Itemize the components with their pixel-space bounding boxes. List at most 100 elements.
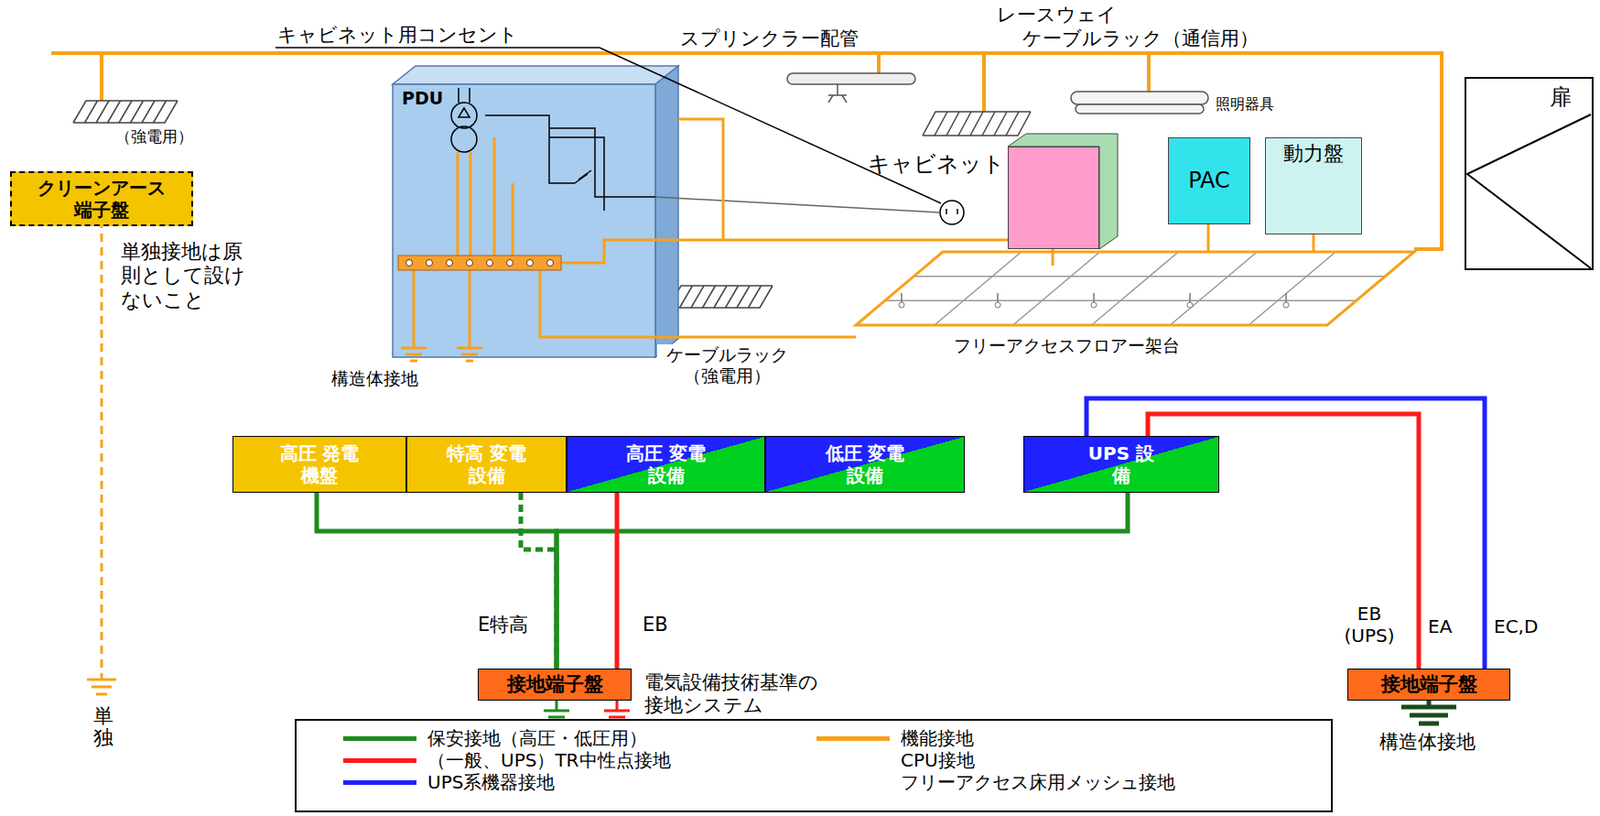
cable-rack [748, 285, 762, 308]
pdu-orange-wiring [413, 118, 1314, 348]
pdu-orange-wiring [457, 137, 513, 256]
access-floor-mesh [913, 275, 1385, 278]
pdu-body [392, 65, 679, 85]
lighting-fixture [1075, 104, 1204, 114]
node-label: 接地端子盤 [1381, 672, 1478, 696]
terminal-bar [527, 259, 534, 267]
cabinet-box: キャビネット [1007, 146, 1100, 249]
access-floor-mesh [855, 251, 1415, 325]
cable-rack [934, 111, 948, 136]
pdu-wiring [940, 200, 964, 225]
cable-rack [922, 111, 1031, 136]
cable-rack [118, 100, 132, 123]
legend-entry: （一般、UPS）TR中性点接地 [343, 748, 671, 771]
part-label: 構造体接地 [329, 367, 421, 390]
cable-rack [130, 100, 144, 123]
cable-rack [970, 111, 984, 136]
terminal-bar [406, 259, 413, 267]
clean-earth-line [86, 219, 117, 694]
pdu-wiring [655, 196, 940, 213]
legend-text: 保安接地（高圧・低圧用） [427, 726, 648, 749]
node-label: 扉 [1549, 84, 1572, 111]
ground-terminal-panel: 接地端子盤 [1347, 668, 1511, 701]
pdu-wiring [458, 87, 470, 103]
pdu-wiring [485, 115, 614, 211]
pdu-orange-wiring [413, 270, 470, 348]
access-floor-mesh [1285, 292, 1287, 303]
terminal-bar [398, 255, 562, 271]
door-box: 扉 [1464, 76, 1594, 271]
legend-entry: フリーアクセス床用メッシュ接地 [900, 770, 1176, 793]
pdu-wiring [451, 102, 477, 129]
clean-earth-line [100, 219, 104, 680]
cable-rack [680, 285, 693, 308]
legend-swatch [343, 757, 417, 763]
node-label: 高圧 変電設備 [626, 442, 707, 487]
pdu-body [392, 65, 679, 357]
part-label: 照明器具 [1213, 95, 1276, 113]
terminal-bar [406, 259, 554, 267]
terminal-bar [426, 259, 433, 267]
top-bus [51, 53, 1442, 249]
part-label: 単独 [91, 704, 116, 749]
access-floor-mesh [1013, 251, 1101, 325]
node-label: 動力盤 [1283, 141, 1344, 166]
pdu-orange-wiring [678, 118, 724, 240]
access-floor-mesh [1169, 251, 1257, 325]
top-bus [876, 53, 881, 74]
top-bus [99, 53, 104, 101]
cable-rack [958, 111, 972, 136]
access-floor-mesh [994, 302, 1001, 308]
equipment-box: UPS 設備 [1023, 435, 1220, 493]
terminal-bar [446, 259, 454, 267]
ground-symbol [456, 347, 483, 361]
cable-rack [141, 100, 155, 123]
access-floor-mesh [1091, 251, 1179, 325]
cable-rack [994, 111, 1007, 136]
terminal-panel: クリーンアース 端子盤 [10, 171, 194, 227]
lighting-fixture [1070, 91, 1209, 114]
top-bus [51, 53, 1442, 249]
access-floor-mesh [855, 251, 1415, 325]
cable-rack [73, 100, 178, 123]
node-label: PAC [1188, 167, 1231, 195]
node-label: 高圧 発電機盤 [279, 442, 360, 487]
clean-earth-line [86, 679, 117, 694]
pdu-wiring [451, 126, 477, 152]
power-panel-box: 動力盤 [1264, 137, 1363, 235]
node-label: UPS 設備 [1082, 442, 1160, 487]
top-bus [1146, 53, 1151, 92]
leader-line [275, 47, 941, 204]
terminal-bar [507, 259, 514, 267]
part-label: フリーアクセスフロアー架台 [951, 335, 1182, 357]
legend-text: UPS系機器接地 [427, 770, 555, 793]
access-floor-mesh [898, 302, 905, 308]
pdu-wiring [458, 108, 470, 118]
cable-rack [1005, 111, 1019, 136]
part-label: ケーブルラック（通信用） [1020, 27, 1261, 51]
access-floor-mesh [934, 251, 1022, 325]
node-label: クリーンアース 端子盤 [32, 176, 171, 221]
cable-rack [736, 285, 750, 308]
sprinkler-pipe [787, 73, 916, 85]
pdu-wiring [946, 208, 958, 215]
cable-rack [668, 285, 773, 308]
pdu-orange-wiring [540, 270, 856, 337]
terminal-name: EA [1426, 615, 1454, 638]
pac-box: PAC [1167, 137, 1251, 225]
legend-entry: UPS系機器接地 [343, 770, 555, 793]
pdu-wiring [574, 170, 592, 184]
legend-swatch [343, 735, 417, 741]
cable-rack [153, 100, 167, 123]
ground-wire [615, 492, 620, 669]
cable-rack [96, 100, 109, 123]
node-heading: キャビネット [867, 151, 1009, 178]
node-label: 接地端子盤 [507, 672, 604, 696]
legend-text: CPU接地 [900, 748, 975, 771]
sprinkler-pipe [787, 73, 916, 103]
legend-frame [295, 719, 1332, 811]
cable-rack [691, 285, 704, 308]
cable-rack [85, 100, 98, 123]
cable-rack [946, 111, 960, 136]
